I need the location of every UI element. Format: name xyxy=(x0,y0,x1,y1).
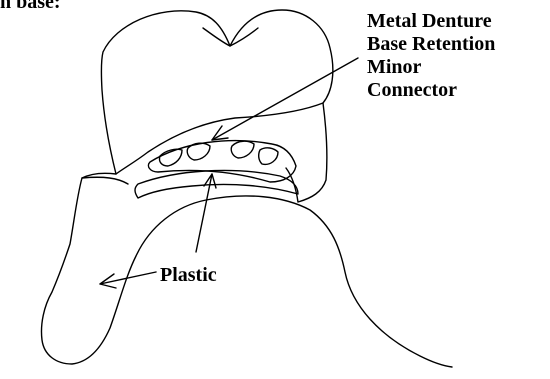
plastic-surface xyxy=(135,170,298,198)
metal-connector-label-line: Base Retention xyxy=(367,33,495,56)
plastic-label: Plastic xyxy=(160,264,217,287)
metal-connector-label-line: Metal Denture xyxy=(367,10,495,33)
ridge-outline xyxy=(41,173,452,367)
connector-leader-line xyxy=(212,58,358,140)
metal-connector-label-line: Minor xyxy=(367,56,495,79)
tooth-cusp-groove xyxy=(203,28,258,46)
retention-loop xyxy=(259,148,278,165)
metal-connector-label: Metal Denture Base Retention Minor Conne… xyxy=(367,10,495,102)
ridge-crest-line xyxy=(82,177,128,184)
retention-loop xyxy=(231,141,254,158)
metal-connector-label-line: Connector xyxy=(367,79,495,102)
retention-loop xyxy=(187,143,210,160)
lingual-flange xyxy=(286,103,327,202)
